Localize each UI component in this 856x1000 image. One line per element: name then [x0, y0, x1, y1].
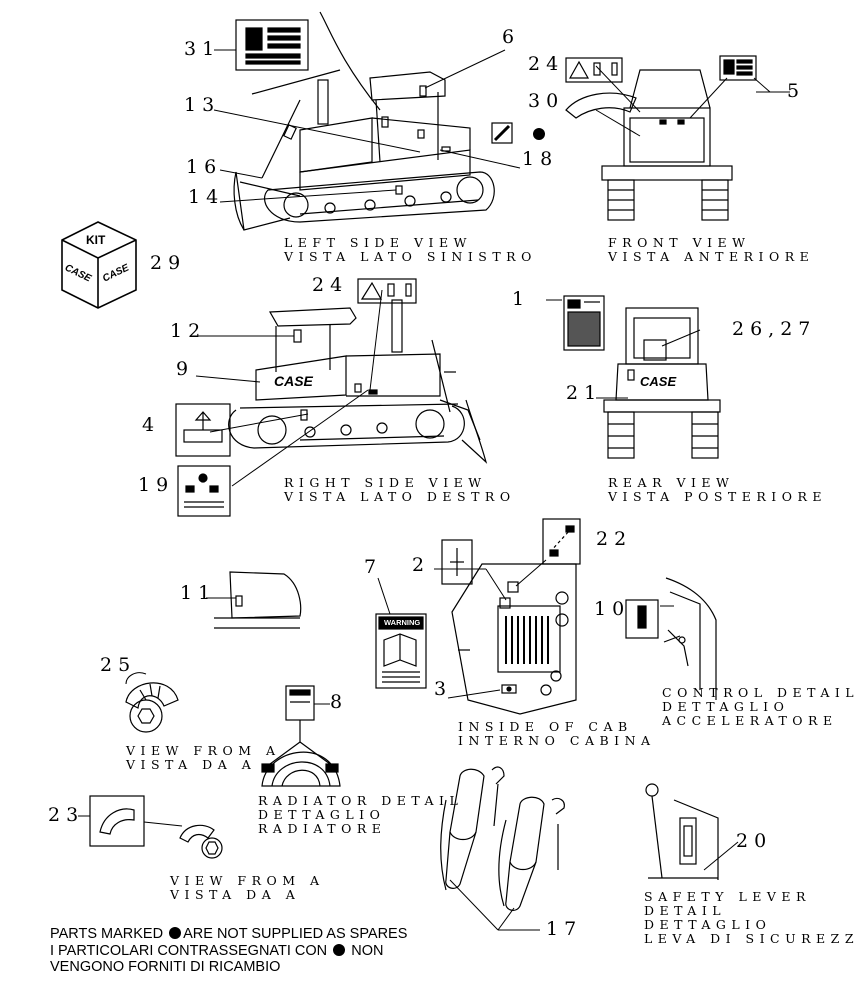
decal-5: [719, 55, 757, 81]
callout-6: 6: [502, 26, 521, 48]
control-detail: [625, 577, 717, 700]
front-view-dozer: [565, 65, 790, 221]
view-from-a-23: [78, 795, 223, 859]
callout-5: 5: [787, 80, 806, 102]
right-side-dozer: [228, 299, 488, 464]
callout-20: 20: [736, 830, 773, 852]
callout-7: 7: [364, 556, 383, 578]
brand-rear: CASE: [640, 374, 677, 389]
decal-18: [491, 122, 513, 144]
callout-22: 22: [596, 528, 633, 550]
callout-14: 14: [188, 186, 225, 208]
decal-2: [441, 539, 473, 585]
callout-2: 2: [412, 554, 431, 576]
callout-19: 19: [138, 474, 175, 496]
view-from-a-25: [125, 672, 179, 733]
callout-30: 30: [528, 90, 565, 112]
callout-1: 1: [512, 288, 531, 310]
not-supplied-marker-icon: [533, 128, 545, 140]
callout-23: 23: [48, 804, 85, 826]
detail-11: [206, 571, 302, 629]
cab-leaders: [377, 559, 547, 699]
right-side-leaders: [195, 289, 383, 487]
brand-right-side: CASE: [274, 373, 313, 389]
callout-13: 13: [184, 94, 221, 116]
decal-1: [563, 295, 605, 351]
decal-24-right: [357, 278, 417, 304]
callout-9: 9: [176, 358, 195, 380]
callout-4: 4: [142, 414, 161, 436]
warning-label: WARNING: [384, 618, 421, 627]
left-side-leaders: [213, 49, 521, 203]
decal-7-warning: [375, 613, 427, 689]
filter-assembly: [440, 766, 565, 931]
callout-16: 16: [186, 156, 223, 178]
callout-11: 11: [180, 582, 217, 604]
callout-18: 18: [522, 148, 559, 170]
callout-25: 25: [100, 654, 137, 676]
safety-lever-detail: [645, 783, 739, 880]
left-side-dozer: [233, 11, 495, 231]
callout-12: 12: [170, 320, 207, 342]
kit-label: KIT: [86, 233, 106, 247]
callout-24-front: 24: [528, 53, 565, 75]
callout-10: 10: [594, 598, 631, 620]
decal-22: [542, 518, 581, 565]
decal-4: [175, 403, 231, 457]
callout-8: 8: [330, 691, 349, 713]
decal-31: [235, 19, 309, 71]
callout-24-right: 24: [312, 274, 349, 296]
rear-view-dozer: [546, 299, 721, 459]
callout-21: 21: [566, 382, 603, 404]
marker-dot-icon: [333, 943, 346, 956]
decal-24-top: [565, 57, 623, 83]
callout-29: 29: [150, 252, 187, 274]
callout-3: 3: [434, 678, 453, 700]
cab-inside: [451, 563, 577, 715]
decal-19: [177, 465, 231, 517]
kit-cube: [61, 221, 137, 309]
callout-17: 17: [546, 918, 583, 940]
footnote: PARTS MARKED ARE NOT SUPPLIED AS SPARES …: [50, 926, 408, 975]
callout-31: 31: [184, 38, 221, 60]
radiator-detail: [261, 685, 341, 787]
callout-26-27: 26,27: [732, 318, 817, 340]
marker-dot-icon: [169, 927, 182, 939]
